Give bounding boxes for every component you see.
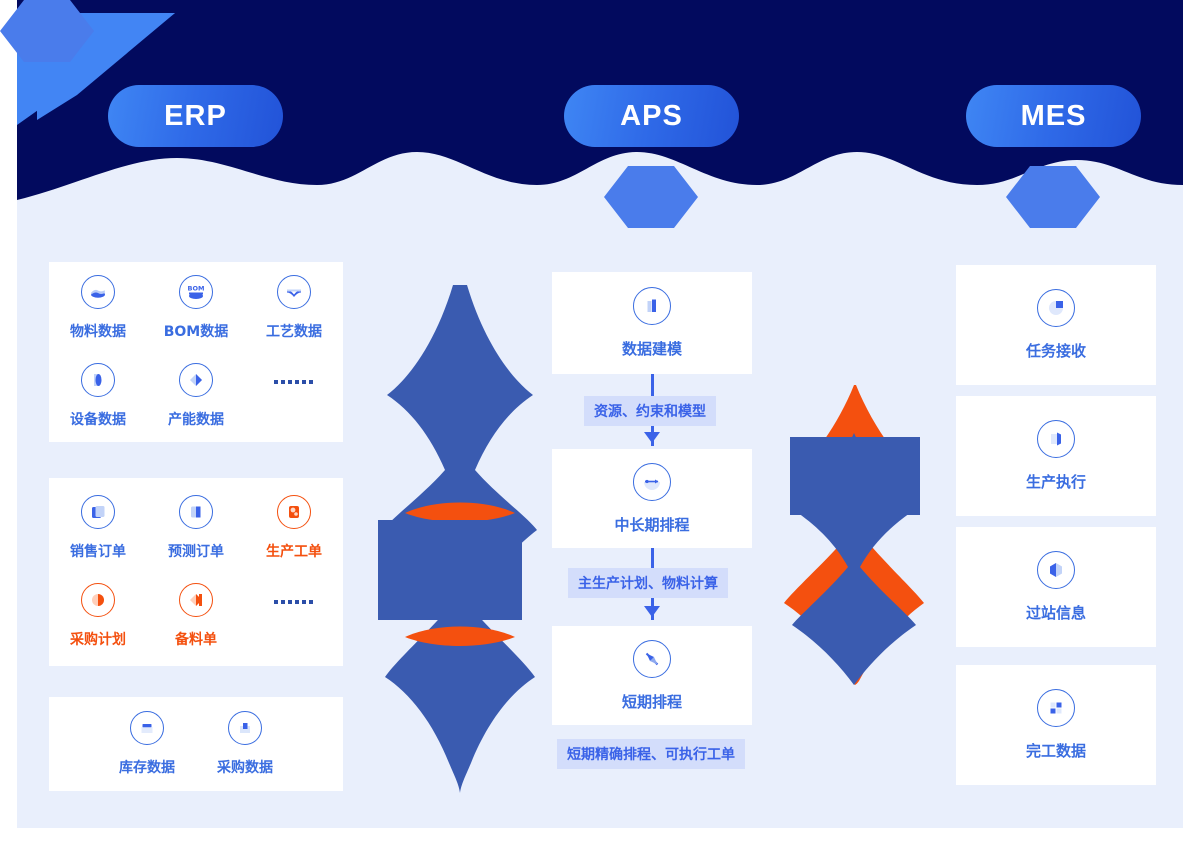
erp-item-forecast-order[interactable]: 预测订单 — [147, 495, 245, 561]
pill-erp[interactable]: ERP — [108, 85, 283, 147]
production-exec-icon — [1037, 420, 1075, 458]
aps-step-data-modeling[interactable]: 数据建模 — [552, 272, 752, 374]
pill-mes[interactable]: MES — [966, 85, 1141, 147]
completion-data-icon — [1037, 689, 1075, 727]
bom-data-icon: BOM — [178, 275, 213, 309]
aps-tag-label: 资源、约束和模型 — [594, 404, 706, 420]
erp-item-label: 生产工单 — [265, 544, 322, 560]
erp-item-process-data[interactable]: 工艺数据 — [245, 275, 343, 341]
erp-item-equipment-data[interactable]: 设备数据 — [49, 363, 147, 429]
mes-card-task-receive[interactable]: 任务接收 — [956, 265, 1156, 385]
aps-connector-arrow-2 — [644, 606, 660, 617]
erp-item-label: 预测订单 — [167, 544, 224, 560]
erp-item-label: 物料数据 — [69, 324, 126, 340]
aps-tag-mps: 主生产计划、物料计算 — [568, 568, 728, 598]
erp-item-production-order[interactable]: 生产工单 — [245, 495, 343, 561]
task-receive-icon — [1037, 289, 1075, 327]
erp-card-master-data[interactable]: 物料数据 BOM BOM数据 工艺数据 设备数据 — [49, 262, 343, 442]
erp-card-inventory[interactable]: 库存数据 采购数据 — [49, 697, 343, 791]
svg-text:BOM: BOM — [187, 285, 204, 293]
pill-erp-label: ERP — [164, 99, 227, 132]
compass-icon — [633, 639, 671, 678]
mes-card-label: 生产执行 — [1025, 473, 1086, 491]
erp-item-capacity-data[interactable]: 产能数据 — [147, 363, 245, 429]
erp-item-label: 销售订单 — [69, 544, 126, 560]
erp-item-label: 备料单 — [174, 632, 217, 648]
pill-aps[interactable]: APS — [564, 85, 739, 147]
mes-card-production-exec[interactable]: 生产执行 — [956, 396, 1156, 516]
aps-step-label: 短期排程 — [621, 692, 682, 711]
capacity-data-icon — [178, 363, 213, 397]
mes-card-completion-data[interactable]: 完工数据 — [956, 665, 1156, 785]
flow-arrow-occluder — [790, 437, 920, 515]
erp-item-material-prep[interactable]: 备料单 — [147, 583, 245, 649]
aps-tag-output: 短期精确排程、可执行工单 — [557, 739, 745, 769]
purchase-data-icon — [227, 711, 262, 745]
erp-item-label: 工艺数据 — [265, 324, 322, 340]
aps-step-label: 中长期排程 — [614, 515, 690, 534]
aps-tag-label: 短期精确排程、可执行工单 — [567, 747, 735, 763]
station-info-icon — [1037, 551, 1075, 589]
aps-step-label: 数据建模 — [621, 340, 682, 358]
hexagon-connector-mes — [1006, 166, 1100, 228]
equipment-data-icon — [80, 363, 115, 397]
material-prep-icon — [178, 583, 213, 617]
forecast-order-icon — [178, 495, 213, 529]
erp-item-purchase-plan[interactable]: 采购计划 — [49, 583, 147, 649]
hexagon-connector-erp — [0, 0, 94, 62]
hexagon-connector-aps — [604, 166, 698, 228]
mes-card-station-info[interactable]: 过站信息 — [956, 527, 1156, 647]
erp-card-orders[interactable]: 销售订单 预测订单 生产工单 采购计划 — [49, 478, 343, 666]
erp-item-label: 采购计划 — [69, 632, 126, 648]
production-order-icon — [276, 495, 311, 529]
mes-card-label: 过站信息 — [1025, 604, 1086, 622]
inventory-data-icon — [130, 711, 164, 745]
sales-order-icon — [80, 495, 115, 529]
erp-item-material-data[interactable]: 物料数据 — [49, 275, 147, 341]
material-data-icon — [80, 275, 115, 309]
erp-item-label: 采购数据 — [216, 760, 273, 776]
flow-arrow-occluder — [378, 520, 522, 620]
erp-item-label: 库存数据 — [119, 760, 175, 776]
pill-aps-label: APS — [620, 99, 683, 132]
erp-item-bom-data[interactable]: BOM BOM数据 — [147, 275, 245, 341]
bar-chart-icon — [633, 287, 671, 325]
erp-item-label: 产能数据 — [167, 412, 224, 428]
erp-item-label: 设备数据 — [69, 412, 126, 428]
erp-item-label: BOM数据 — [163, 324, 229, 340]
mes-card-label: 完工数据 — [1025, 742, 1086, 760]
process-data-icon — [276, 275, 311, 309]
aps-tag-resources: 资源、约束和模型 — [584, 396, 716, 426]
erp-item-inventory-data[interactable]: 库存数据 — [98, 711, 196, 777]
pill-mes-label: MES — [1020, 99, 1087, 132]
aps-step-mid-long-term[interactable]: 中长期排程 — [552, 449, 752, 548]
erp-item-ellipsis: . — [245, 583, 343, 649]
ellipsis-icon — [274, 585, 314, 619]
erp-item-sales-order[interactable]: 销售订单 — [49, 495, 147, 561]
timeline-icon — [633, 462, 671, 501]
ellipsis-icon — [274, 365, 314, 399]
erp-item-ellipsis: . — [245, 363, 343, 429]
mes-card-label: 任务接收 — [1025, 342, 1086, 360]
purchase-plan-icon — [80, 583, 115, 617]
aps-tag-label: 主生产计划、物料计算 — [578, 576, 718, 592]
aps-connector-arrow-1 — [644, 432, 660, 443]
erp-item-purchase-data[interactable]: 采购数据 — [196, 711, 294, 777]
aps-step-short-term[interactable]: 短期排程 — [552, 626, 752, 725]
